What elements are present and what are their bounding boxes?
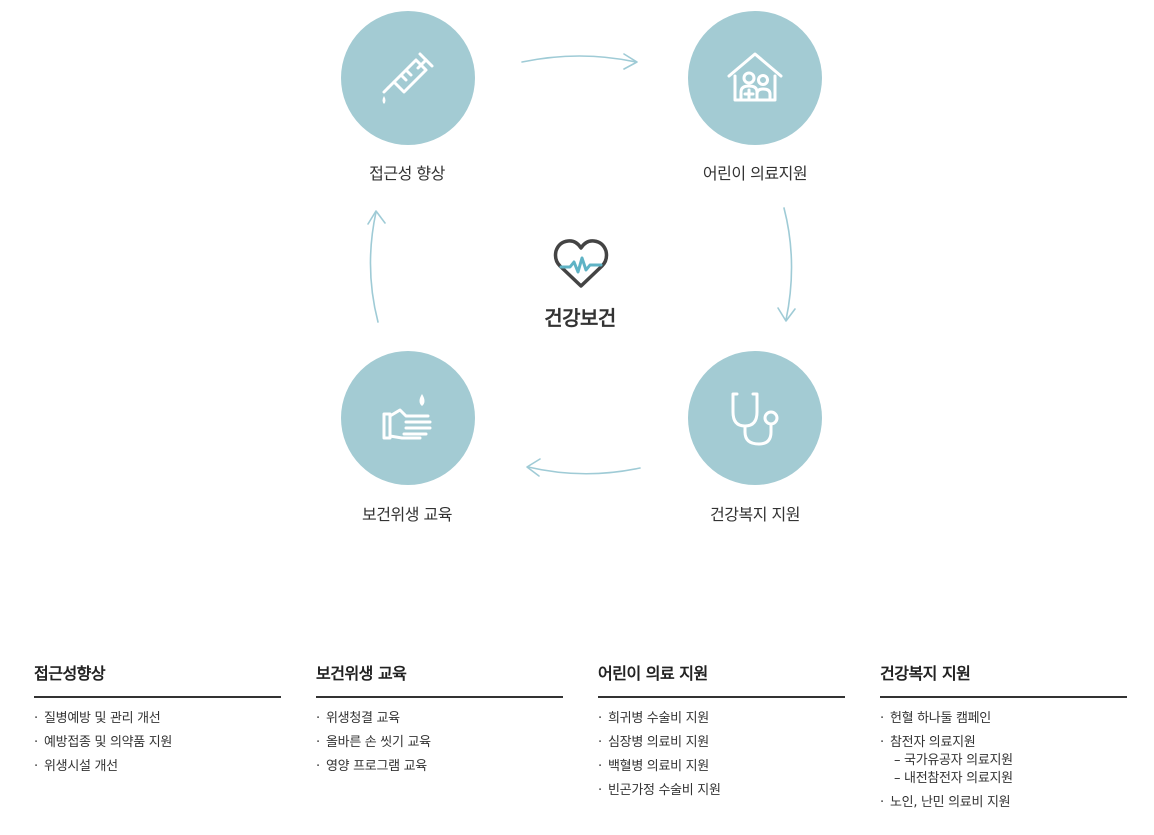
list-item: · 질병예방 및 관리 개선 (34, 710, 281, 728)
node-circle-child-medical (688, 11, 822, 145)
bullet-dot: · (598, 735, 602, 750)
list-item: · 위생시설 개선 (34, 758, 281, 776)
list-subitem-text: – 내전참전자 의료지원 (894, 771, 1013, 786)
bullet-dot: · (598, 783, 602, 798)
center-title: 건강보건 (544, 306, 616, 330)
list-item-text: 올바른 손 씻기 교육 (326, 735, 431, 750)
stethoscope-icon (731, 392, 779, 446)
list-item-text: 질병예방 및 관리 개선 (44, 711, 161, 726)
bullet-dot: · (880, 711, 884, 726)
column-list: · 헌혈 하나둘 캠페인 · 참전자 의료지원 – 국가유공자 의료지원 – 내전참전자 … (880, 710, 1127, 812)
list-item-text: 희귀병 수술비 지원 (608, 711, 709, 726)
column-list: · 질병예방 및 관리 개선 · 예방접종 및 의약품 지원 · 위생시설 개선 (34, 710, 281, 776)
arrow-bottom-head (526, 458, 541, 477)
arrow-right (783, 207, 793, 321)
arrow-left (369, 211, 379, 323)
list-subitem-text: – 국가유공자 의료지원 (894, 753, 1013, 768)
list-item: · 빈곤가정 수술비 지원 (598, 782, 845, 800)
bullet-dot: · (34, 735, 38, 750)
arrow-top (521, 55, 637, 63)
list-item-text: 노인, 난민 의료비 지원 (890, 795, 1011, 810)
list-item: · 희귀병 수술비 지원 (598, 710, 845, 728)
arrow-bottom (527, 466, 641, 475)
list-item-text: 영양 프로그램 교육 (326, 759, 427, 774)
list-item: · 심장병 의료비 지원 (598, 734, 845, 752)
bullet-dot: · (598, 759, 602, 774)
list-item-text: 백혈병 의료비 지원 (608, 759, 709, 774)
list-item: · 예방접종 및 의약품 지원 (34, 734, 281, 752)
column-title: 어린이 의료 지원 (598, 660, 845, 698)
column-title: 건강복지 지원 (880, 660, 1127, 698)
arrow-left-head (367, 210, 386, 225)
cycle-arrows (367, 53, 796, 477)
list-item-text: 참전자 의료지원 (890, 735, 976, 750)
syringe-icon (382, 52, 434, 104)
list-item: · 헌혈 하나둘 캠페인 (880, 710, 1127, 728)
column-list: · 희귀병 수술비 지원 · 심장병 의료비 지원 · 백혈병 의료비 지원 · 빈곤가정 수… (598, 710, 845, 800)
node-label-welfare: 건강복지 지원 (710, 505, 800, 524)
hospital-icon (727, 52, 783, 102)
list-item: · 백혈병 의료비 지원 (598, 758, 845, 776)
arrow-top-head (623, 53, 638, 70)
list-item: · 위생청결 교육 (316, 710, 563, 728)
handwash-icon (382, 394, 432, 440)
bullet-dot: · (598, 711, 602, 726)
bullet-dot: · (34, 759, 38, 774)
node-label-hygiene: 보건위생 교육 (362, 505, 452, 524)
column-accessibility: 접근성향상 · 질병예방 및 관리 개선 · 예방접종 및 의약품 지원 · 위생시설 개… (34, 660, 281, 782)
column-list: · 위생청결 교육 · 올바른 손 씻기 교육 · 영양 프로그램 교육 (316, 710, 563, 776)
column-title: 보건위생 교육 (316, 660, 563, 698)
list-item-text: 빈곤가정 수술비 지원 (608, 783, 721, 798)
bullet-dot: · (316, 735, 320, 750)
list-item: · 영양 프로그램 교육 (316, 758, 563, 776)
column-welfare: 건강복지 지원 · 헌혈 하나둘 캠페인 · 참전자 의료지원 – 국가유공자 의료지원… (880, 660, 1127, 818)
bullet-dot: · (880, 795, 884, 810)
list-item: · 노인, 난민 의료비 지원 (880, 794, 1127, 812)
node-circle-accessibility (341, 11, 475, 145)
bullet-dot: · (880, 735, 884, 750)
health-cycle-diagram: 접근성 향상 어린이 의료지원 건강복지 지원 (341, 11, 822, 524)
heart-pulse-icon (553, 239, 609, 288)
bullet-dot: · (316, 711, 320, 726)
node-label-child-medical: 어린이 의료지원 (702, 164, 808, 183)
column-hygiene: 보건위생 교육 · 위생청결 교육 · 올바른 손 씻기 교육 · 영양 프로그램 교육 (316, 660, 563, 782)
node-circle-welfare (688, 351, 822, 485)
bullet-dot: · (316, 759, 320, 774)
arrow-right-head (777, 307, 796, 322)
list-item: · 참전자 의료지원 – 국가유공자 의료지원 – 내전참전자 의료지원 (880, 734, 1127, 788)
node-circle-hygiene (341, 351, 475, 485)
list-item-text: 예방접종 및 의약품 지원 (44, 735, 173, 750)
list-item: · 올바른 손 씻기 교육 (316, 734, 563, 752)
list-item-text: 심장병 의료비 지원 (608, 735, 709, 750)
column-title: 접근성향상 (34, 660, 281, 698)
node-label-accessibility: 접근성 향상 (369, 164, 445, 183)
column-child-medical: 어린이 의료 지원 · 희귀병 수술비 지원 · 심장병 의료비 지원 · 백혈병 의료비… (598, 660, 845, 806)
list-item-text: 위생청결 교육 (326, 711, 400, 726)
list-item-text: 위생시설 개선 (44, 759, 118, 774)
bullet-dot: · (34, 711, 38, 726)
list-item-text: 헌혈 하나둘 캠페인 (890, 711, 991, 726)
